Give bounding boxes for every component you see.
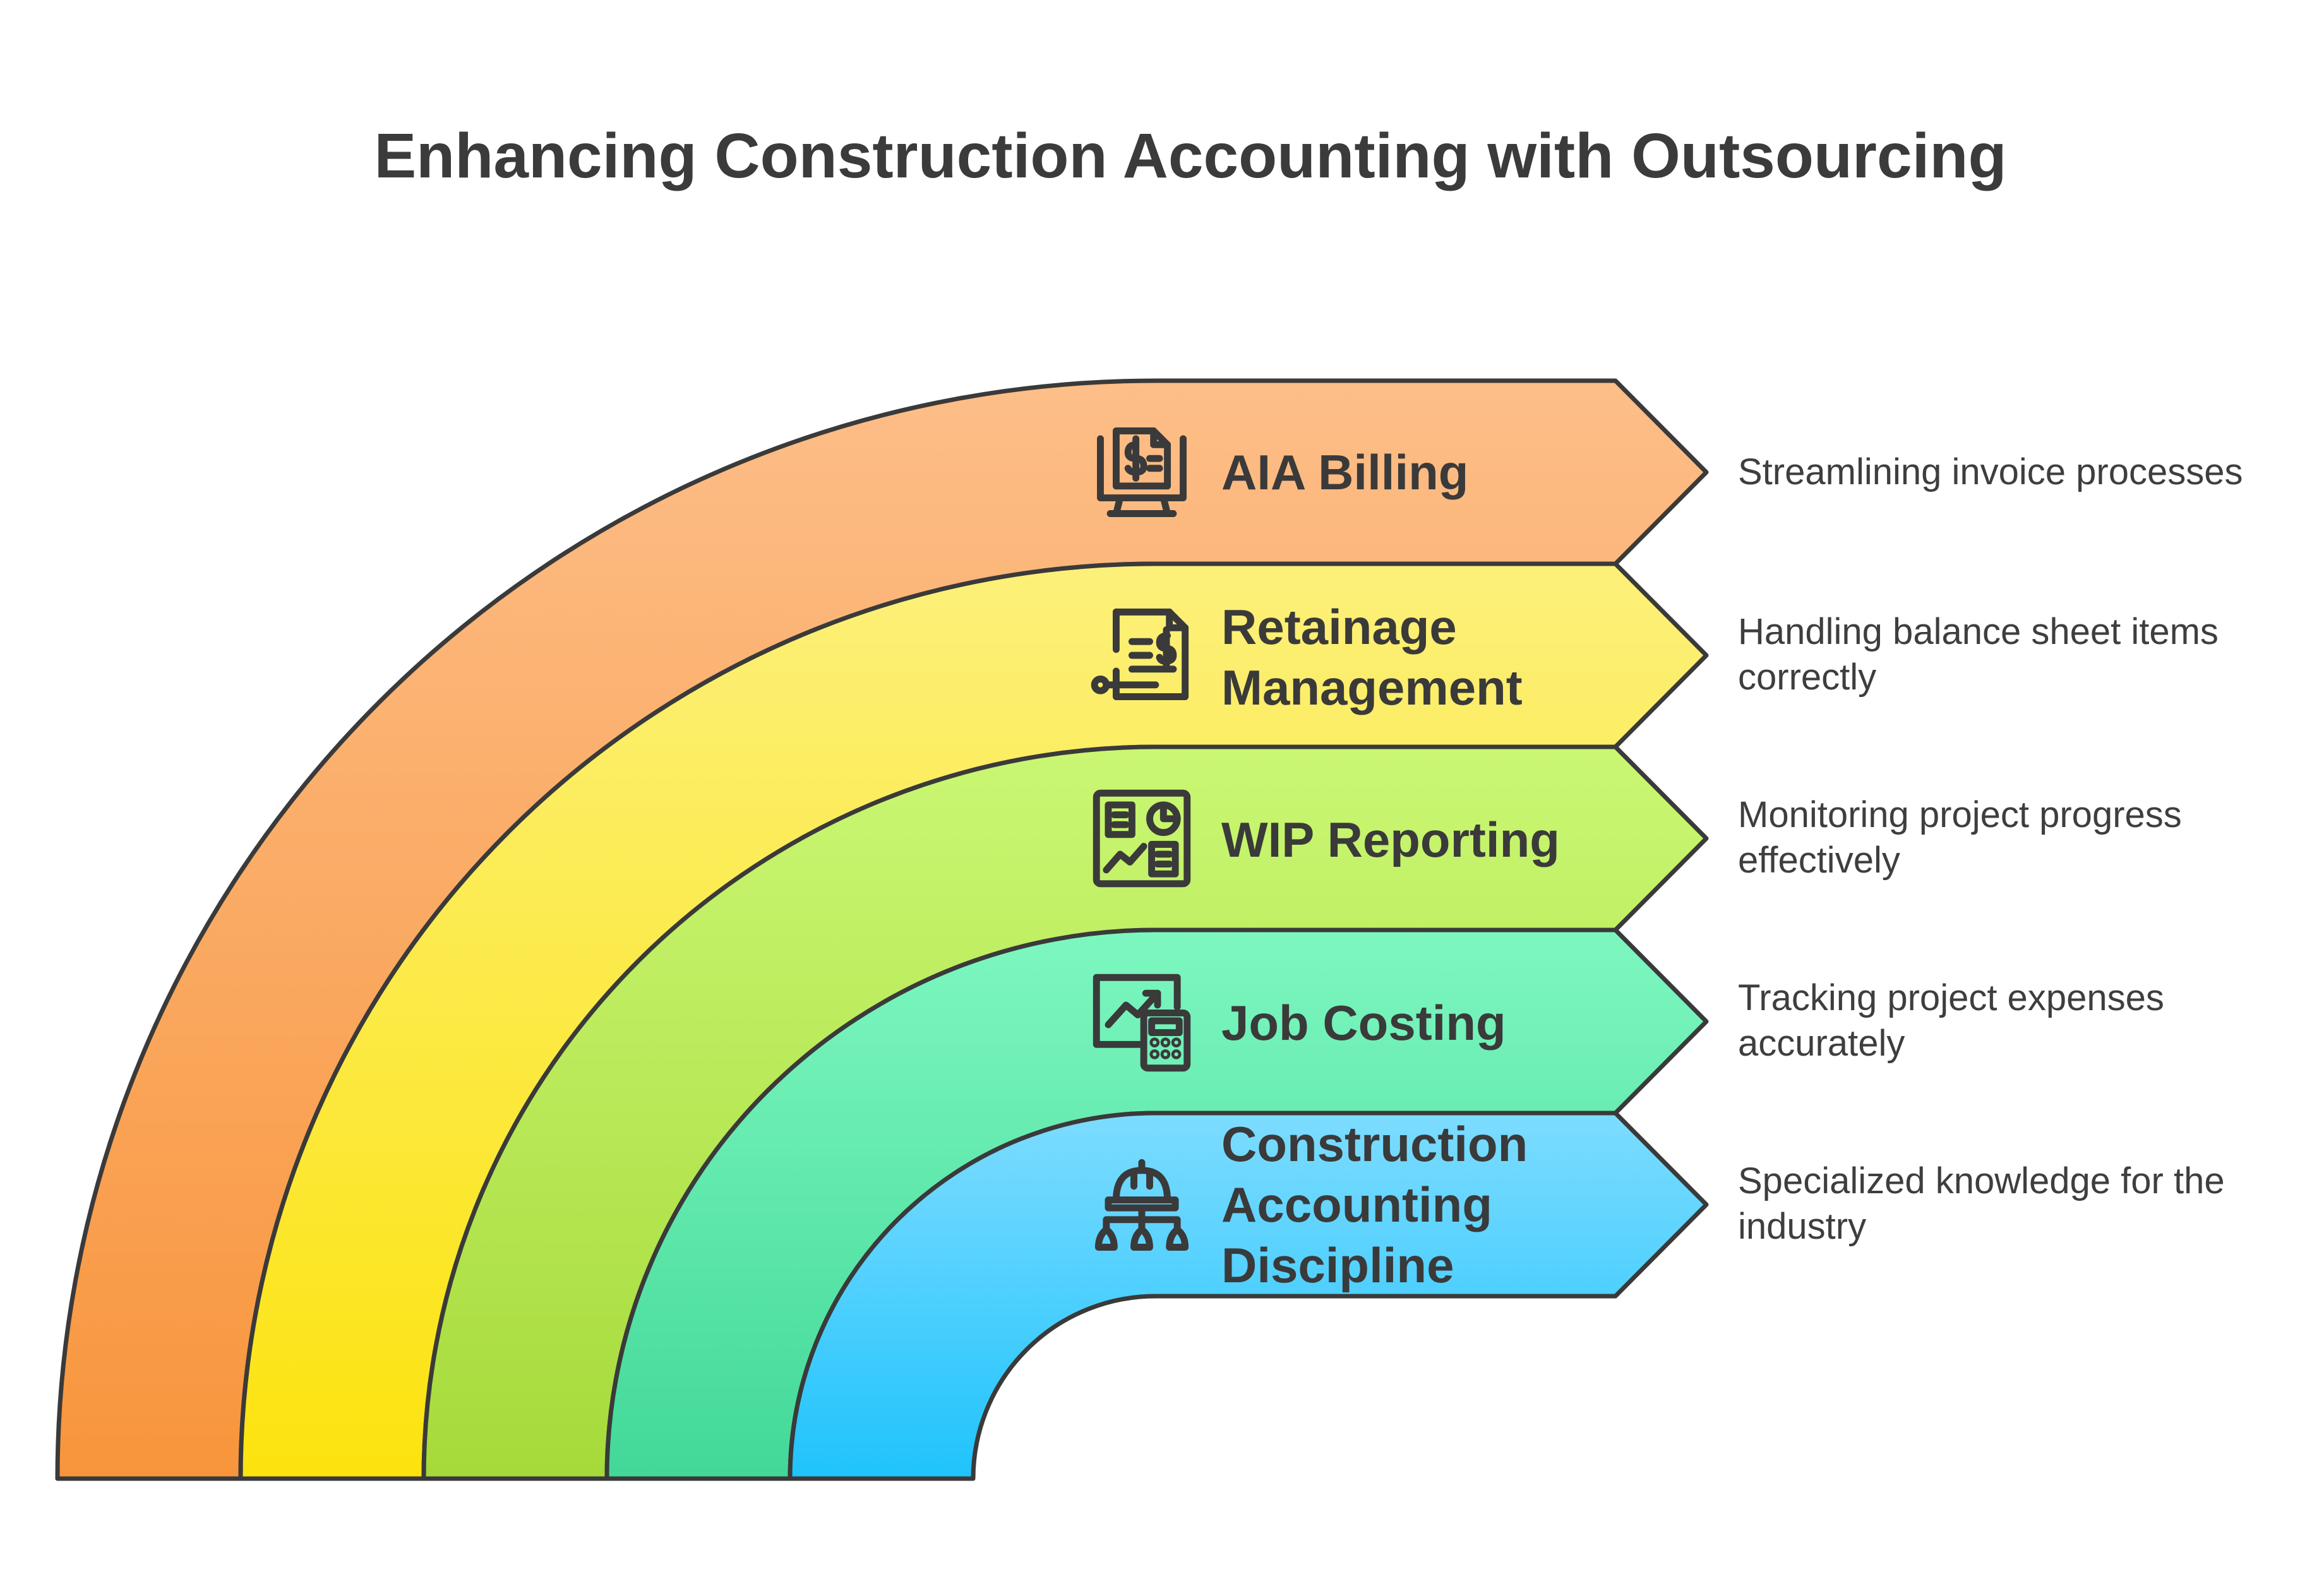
band-label: WIP Reporting <box>1221 812 1560 867</box>
dashboard-report-icon <box>1093 789 1191 888</box>
band-description: Streamlining invoice processes <box>1738 451 2243 492</box>
band-label: AIA Billing <box>1221 444 1469 500</box>
band-description: Specialized knowledge for the industry <box>1738 1160 2225 1247</box>
arc-band-5 <box>788 1111 1709 1481</box>
invoice-monitor-icon <box>1097 427 1187 517</box>
band-label: Retainage Management <box>1221 599 1523 715</box>
band-label: Job Costing <box>1221 995 1506 1051</box>
contract-dollar-icon <box>1091 608 1189 700</box>
band-description: Monitoring project progress effectively <box>1738 794 2182 881</box>
band-label: Construction Accounting Discipline <box>1221 1116 1528 1293</box>
hardhat-hierarchy-icon <box>1094 1159 1189 1251</box>
band-description: Tracking project expenses accurately <box>1738 977 2164 1064</box>
chart-calculator-icon <box>1093 974 1191 1072</box>
band-description: Handling balance sheet items correctly <box>1738 611 2219 698</box>
diagram-title: Enhancing Construction Accounting with O… <box>374 121 2007 191</box>
